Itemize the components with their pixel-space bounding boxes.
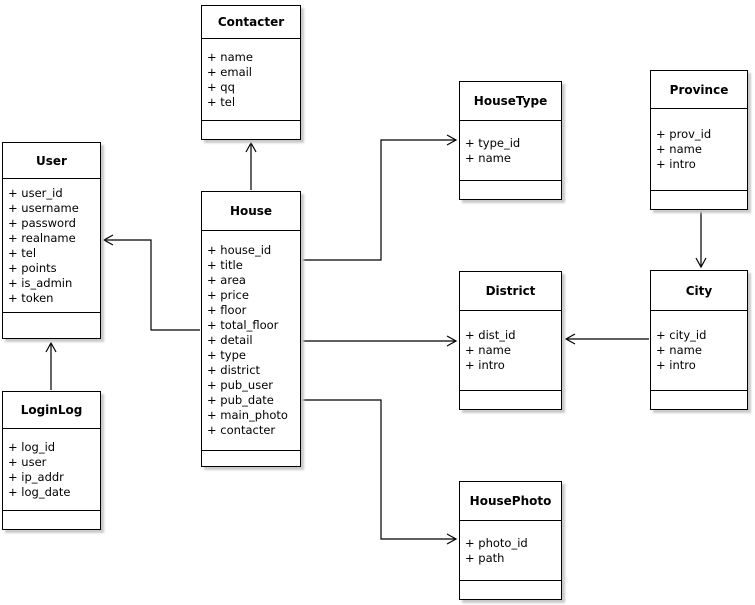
entity-house-title: House [202, 192, 300, 231]
entity-user-attributes: + user_id+ username+ password+ realname+… [3, 179, 100, 313]
attribute: + district [207, 363, 261, 377]
entity-province-attributes: + prov_id+ name+ intro [651, 109, 747, 191]
attribute: + photo_id [465, 535, 528, 550]
entity-housephoto[interactable]: HousePhoto + photo_id+ path [459, 481, 562, 600]
attribute: + path [465, 550, 505, 565]
entity-housetype-operations-compartment [460, 181, 561, 199]
attribute: + intro [465, 358, 505, 372]
attribute: + tel [8, 245, 37, 260]
entity-loginlog-title: LoginLog [3, 392, 100, 429]
attribute: + floor [207, 303, 247, 317]
attribute: + detail [207, 333, 253, 347]
attribute: + price [207, 288, 249, 302]
attribute: + prov_id [656, 127, 712, 141]
entity-district-title: District [460, 272, 561, 311]
entity-loginlog[interactable]: LoginLog + log_id+ user+ ip_addr+ log_da… [2, 391, 101, 530]
entity-loginlog-attributes: + log_id+ user+ ip_addr+ log_date [3, 429, 100, 511]
entity-house[interactable]: House + house_id+ title+ area+ price+ fl… [201, 191, 301, 467]
entity-housetype-title: HouseType [460, 82, 561, 121]
entity-province-operations-compartment [651, 191, 747, 209]
attribute: + pub_date [207, 393, 274, 407]
attribute: + title [207, 258, 243, 272]
attribute: + user [8, 454, 47, 469]
entity-loginlog-operations-compartment [3, 511, 100, 529]
attribute: + name [656, 343, 702, 357]
attribute: + user_id [8, 185, 63, 200]
connector-house-user [102, 234, 200, 331]
attribute: + password [8, 215, 76, 230]
entity-contacter[interactable]: Contacter + name+ email+ qq+ tel [201, 5, 301, 140]
attribute: + main_photo [207, 408, 288, 422]
entity-province-title: Province [651, 71, 747, 109]
entity-house-attributes: + house_id+ title+ area+ price+ floor+ t… [202, 231, 300, 451]
attribute: + name [465, 150, 511, 165]
attribute: + log_date [8, 484, 71, 499]
entity-district-attributes: + dist_id+ name+ intro [460, 311, 561, 391]
connector-house-housephoto [302, 399, 458, 545]
attribute: + area [207, 273, 246, 287]
entity-user-title: User [3, 143, 100, 179]
attribute: + house_id [207, 243, 272, 257]
entity-housephoto-attributes: + photo_id+ path [460, 521, 561, 581]
attribute: + dist_id [465, 328, 516, 342]
entity-user[interactable]: User + user_id+ username+ password+ real… [2, 142, 101, 339]
attribute: + type_id [465, 135, 521, 150]
attribute: + name [207, 49, 253, 64]
entity-housetype-attributes: + type_id+ name [460, 121, 561, 181]
entity-user-operations-compartment [3, 313, 100, 338]
attribute: + realname [8, 230, 76, 245]
attribute: + contacter [207, 423, 276, 437]
entity-contacter-title: Contacter [202, 6, 300, 39]
entity-housephoto-operations-compartment [460, 581, 561, 599]
attribute: + email [207, 64, 253, 79]
attribute: + points [8, 260, 57, 275]
attribute: + name [465, 343, 511, 357]
attribute: + ip_addr [8, 469, 64, 484]
connector-house-housetype [302, 134, 458, 261]
attribute: + token [8, 290, 54, 305]
attribute: + city_id [656, 328, 707, 342]
entity-city-operations-compartment [651, 391, 747, 409]
entity-housetype[interactable]: HouseType + type_id+ name [459, 81, 562, 200]
attribute: + name [656, 142, 702, 156]
attribute: + qq [207, 79, 235, 94]
attribute: + log_id [8, 439, 56, 454]
attribute: + type [207, 348, 246, 362]
entity-city-attributes: + city_id+ name+ intro [651, 311, 747, 391]
entity-housephoto-title: HousePhoto [460, 482, 561, 521]
attribute: + is_admin [8, 275, 73, 290]
attribute: + intro [656, 358, 696, 372]
attribute: + tel [207, 94, 236, 109]
entity-house-operations-compartment [202, 451, 300, 466]
entity-city[interactable]: City + city_id+ name+ intro [650, 270, 748, 410]
entity-district[interactable]: District + dist_id+ name+ intro [459, 271, 562, 410]
entity-district-operations-compartment [460, 391, 561, 409]
entity-contacter-operations-compartment [202, 121, 300, 139]
attribute: + total_floor [207, 318, 279, 332]
attribute: + intro [656, 157, 696, 171]
attribute: + pub_user [207, 378, 274, 392]
entity-province[interactable]: Province + prov_id+ name+ intro [650, 70, 748, 210]
attribute: + username [8, 200, 79, 215]
entity-city-title: City [651, 271, 747, 311]
entity-contacter-attributes: + name+ email+ qq+ tel [202, 39, 300, 121]
